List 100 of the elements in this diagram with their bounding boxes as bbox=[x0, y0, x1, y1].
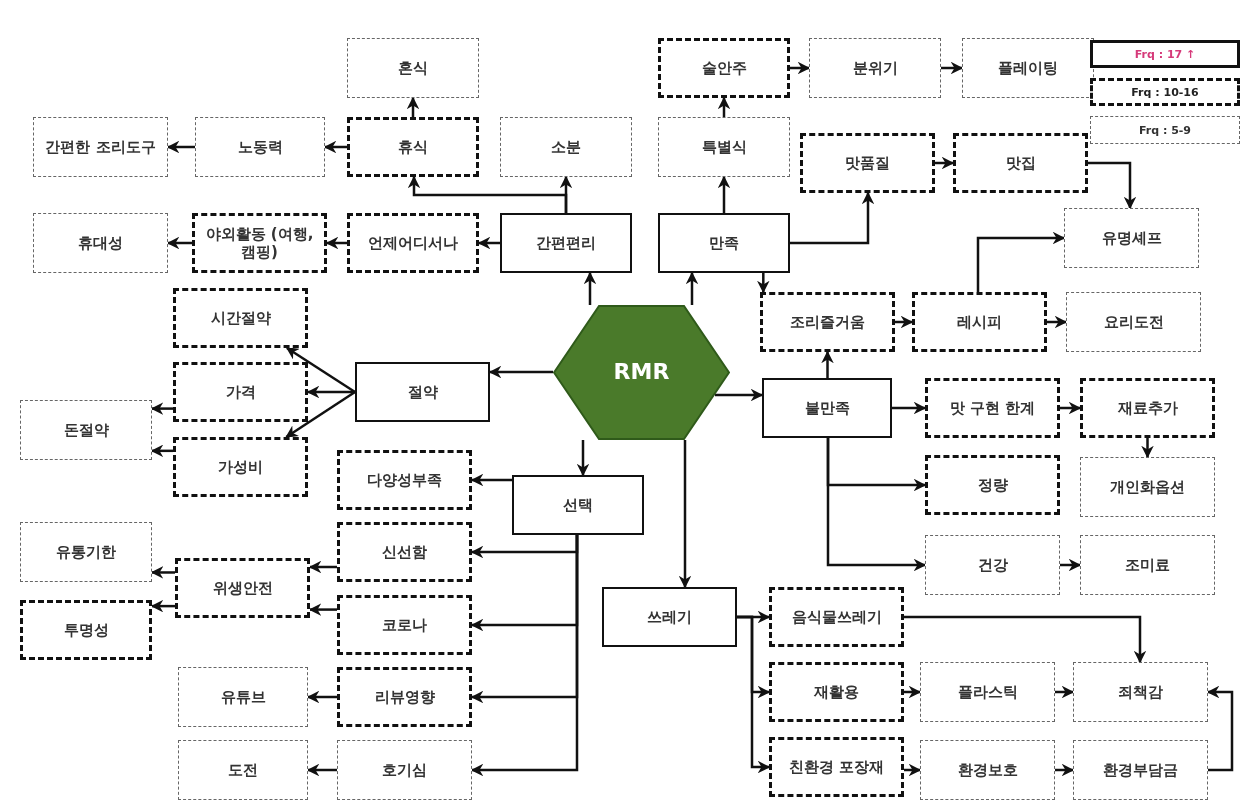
arrow bbox=[826, 438, 927, 572]
node-label: 혼식 bbox=[397, 59, 429, 77]
concept-box bbox=[175, 558, 310, 618]
arrow bbox=[470, 473, 512, 487]
node-label: 정량 bbox=[976, 476, 1009, 494]
node-label: 조미료 bbox=[1124, 556, 1171, 574]
node-label: 위생안전 bbox=[211, 579, 274, 597]
node-label: 절약 bbox=[406, 383, 439, 401]
node-label: 신선함 bbox=[381, 543, 428, 561]
node-label: 돈절약 bbox=[62, 421, 110, 439]
node-label: 레시피 bbox=[956, 313, 1003, 331]
concept-box bbox=[760, 292, 895, 352]
arrow bbox=[715, 388, 764, 402]
node-label: 환경보호 bbox=[956, 761, 1019, 779]
arrow bbox=[470, 535, 579, 777]
node-label: 특별식 bbox=[700, 138, 748, 156]
node-label: 언제어디서나 bbox=[367, 234, 459, 252]
arrow bbox=[150, 444, 173, 458]
node-label: 맛집 bbox=[1004, 154, 1037, 172]
node-label: 다양성부족 bbox=[366, 471, 443, 489]
concept-box bbox=[769, 662, 904, 722]
arrow bbox=[166, 140, 195, 154]
arrow bbox=[904, 615, 1147, 664]
arrow bbox=[1055, 685, 1075, 699]
node-label: 불만족 bbox=[803, 399, 851, 417]
arrow bbox=[406, 96, 420, 117]
concept-box bbox=[1080, 457, 1215, 517]
concept-box bbox=[33, 213, 168, 273]
node-label: 투명성 bbox=[62, 621, 110, 639]
arrow bbox=[821, 350, 834, 378]
arrow bbox=[790, 61, 811, 75]
node-label: 가성비 bbox=[217, 458, 264, 476]
concept-box bbox=[173, 288, 308, 348]
concept-box bbox=[337, 450, 472, 510]
concept-box bbox=[337, 595, 472, 655]
arrow bbox=[150, 402, 173, 415]
concept-box bbox=[192, 213, 327, 273]
node-label: 환경부담금 bbox=[1102, 761, 1179, 779]
legend-item: Frq : 5-9 bbox=[1090, 116, 1240, 144]
concept-box bbox=[658, 117, 790, 177]
concept-box bbox=[178, 740, 308, 800]
concept-box bbox=[173, 437, 308, 497]
concept-box bbox=[762, 378, 892, 438]
arrow bbox=[1047, 315, 1068, 329]
node-label: 건강 bbox=[976, 556, 1009, 574]
arrow bbox=[150, 566, 175, 579]
arrow bbox=[976, 231, 1066, 292]
concept-box bbox=[500, 117, 632, 177]
node-label: 휴식 bbox=[397, 138, 429, 156]
arrow bbox=[323, 140, 347, 154]
node-label: 분위기 bbox=[851, 59, 899, 77]
concept-box bbox=[769, 587, 904, 647]
node-label: 플라스틱 bbox=[956, 683, 1019, 701]
arrow bbox=[308, 603, 337, 616]
arrow bbox=[1141, 438, 1154, 459]
node-label: 맛 구현 한계 bbox=[948, 399, 1037, 417]
concept-box bbox=[347, 38, 479, 98]
node-label: 노동력 bbox=[236, 138, 284, 156]
concept-box bbox=[925, 378, 1060, 438]
concept-box bbox=[658, 38, 790, 98]
node-label: 개인화옵션 bbox=[1109, 478, 1186, 496]
arrow bbox=[285, 346, 356, 394]
arrow bbox=[166, 236, 192, 250]
concept-box bbox=[347, 213, 479, 273]
concept-box bbox=[769, 737, 904, 797]
concept-box bbox=[1080, 378, 1215, 438]
concept-box bbox=[178, 667, 308, 727]
arrow bbox=[1055, 763, 1075, 777]
concept-box bbox=[20, 522, 152, 582]
arrow bbox=[477, 236, 500, 250]
arrow bbox=[904, 763, 922, 777]
node-label: 간편편리 bbox=[535, 234, 597, 252]
arrow bbox=[1060, 401, 1082, 415]
node-label: 조리즐거움 bbox=[789, 313, 866, 331]
arrow bbox=[717, 175, 731, 213]
node-label: 음식물쓰레기 bbox=[790, 608, 883, 626]
concept-box bbox=[1066, 292, 1201, 352]
arrow bbox=[576, 440, 590, 477]
concept-box bbox=[347, 117, 479, 177]
node-label: 선택 bbox=[562, 496, 594, 514]
concept-box bbox=[355, 362, 490, 422]
concept-box bbox=[500, 213, 632, 273]
concept-box bbox=[602, 587, 737, 647]
arrow bbox=[904, 685, 922, 699]
arrow bbox=[308, 560, 337, 574]
node-label: 호기심 bbox=[381, 761, 428, 779]
arrow bbox=[1088, 161, 1137, 210]
arrow bbox=[325, 236, 347, 250]
arrow bbox=[583, 271, 597, 305]
concept-box bbox=[1073, 662, 1208, 722]
arrow bbox=[306, 763, 337, 777]
arrow bbox=[285, 390, 356, 439]
hub-hexagon bbox=[553, 305, 730, 440]
node-label: RMR bbox=[612, 359, 671, 386]
arrow bbox=[559, 175, 573, 213]
node-label: 재료추가 bbox=[1116, 399, 1179, 417]
concept-box bbox=[920, 662, 1055, 722]
concept-box bbox=[195, 117, 325, 177]
node-label: 도전 bbox=[227, 761, 259, 779]
arrow bbox=[1206, 685, 1234, 772]
